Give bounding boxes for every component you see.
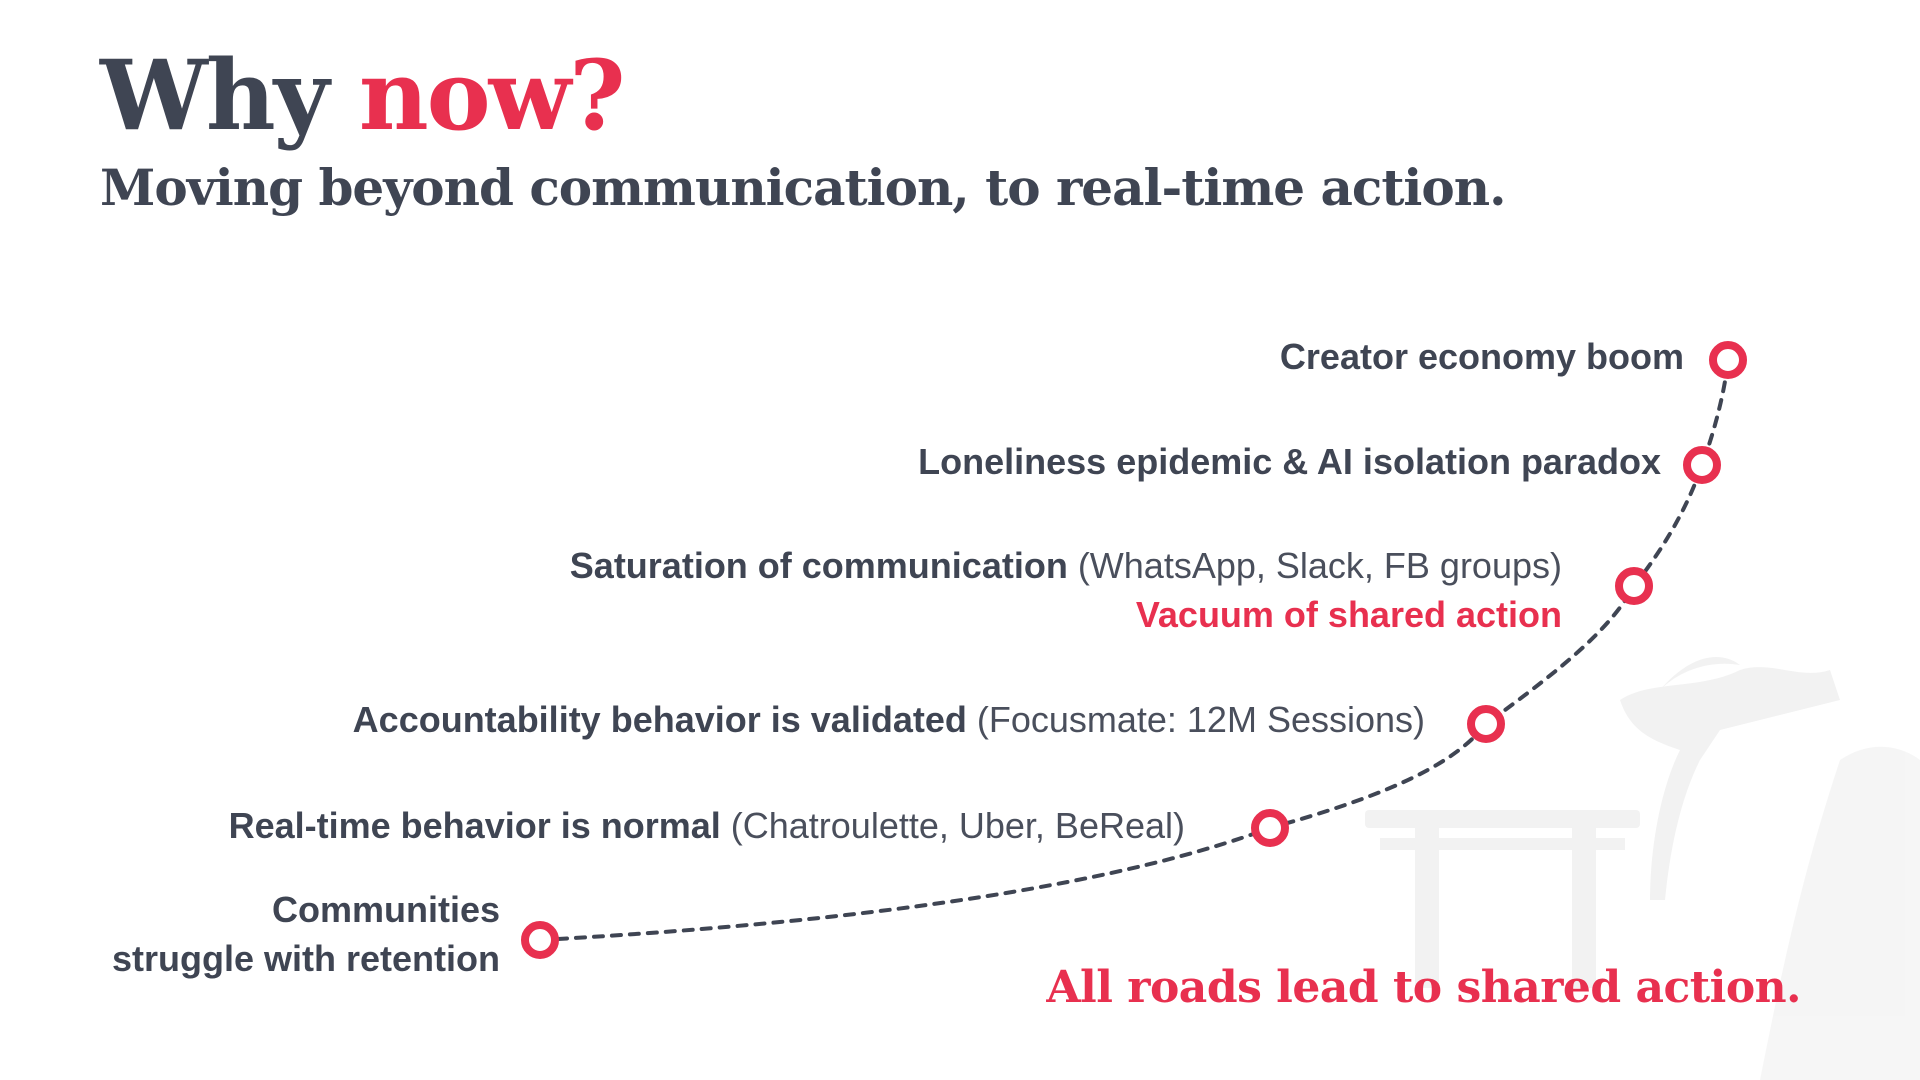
milestone-saturation-highlight: Vacuum of shared action [1135,593,1562,635]
milestone-saturation-examples: (WhatsApp, Slack, FB groups) [1067,545,1562,586]
milestone-marker [1467,705,1505,743]
title-why: Why [100,39,359,152]
milestone-communities-line2: struggle with retention [111,937,500,979]
milestone-marker [1683,446,1721,484]
milestone-accountability: Accountability behavior is validated (Fo… [353,696,1425,745]
milestone-communities-line1: Communities [271,889,500,930]
milestone-realtime-label: Real-time behavior is normal [228,805,721,846]
milestone-creator-economy-label: Creator economy boom [1279,336,1684,377]
milestone-saturation-label: Saturation of communication [569,545,1068,586]
milestone-loneliness-label: Loneliness epidemic & AI isolation parad… [918,441,1661,482]
page-subtitle: Moving beyond communication, to real-tim… [100,158,1507,217]
milestone-marker [1709,341,1747,379]
conclusion-statement: All roads lead to shared action. [1046,962,1801,1013]
page-title: Why now? [100,48,626,144]
milestone-marker [1251,809,1289,847]
milestone-loneliness: Loneliness epidemic & AI isolation parad… [918,438,1661,487]
milestone-creator-economy: Creator economy boom [1280,333,1684,382]
milestone-marker [1615,567,1653,605]
milestone-marker [521,921,559,959]
title-now: now? [358,39,626,152]
milestone-accountability-label: Accountability behavior is validated [352,699,967,740]
milestone-saturation: Saturation of communication (WhatsApp, S… [570,542,1562,639]
milestone-accountability-examples: (Focusmate: 12M Sessions) [966,699,1425,740]
milestone-communities: Communities struggle with retention [112,886,500,983]
milestone-realtime-examples: (Chatroulette, Uber, BeReal) [720,805,1185,846]
milestone-realtime: Real-time behavior is normal (Chatroulet… [229,802,1185,851]
background-torii-illustration [1365,657,1920,1080]
